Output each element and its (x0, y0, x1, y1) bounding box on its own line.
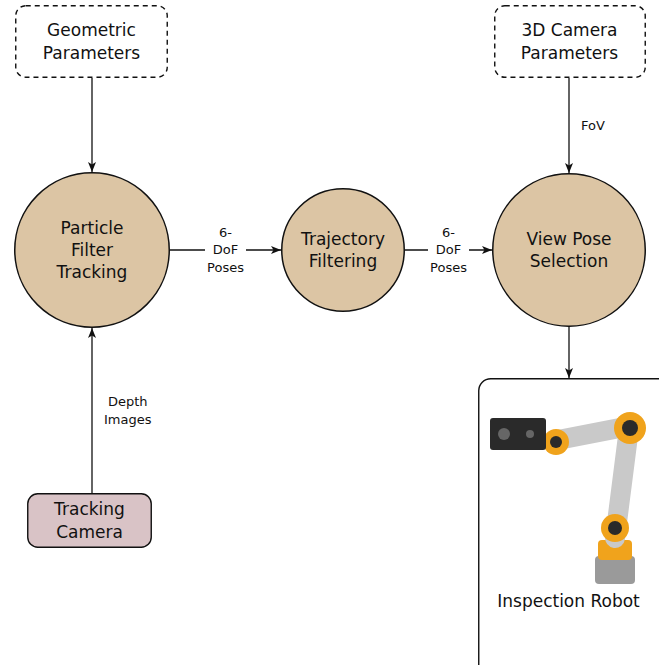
box-outline (28, 494, 152, 548)
arrow-connector (568, 327, 569, 378)
edge-label: 6-DoF Poses (428, 223, 469, 278)
edge-label-text: Depth Images (104, 394, 152, 427)
edge-label: Depth Images (102, 392, 153, 429)
parameter-box: Geometric Parameters (15, 5, 168, 78)
process-circle: Particle Filter Tracking (14, 172, 170, 328)
process-circle: View Pose Selection (492, 173, 646, 327)
node-outline (492, 173, 646, 327)
robot-illustration (490, 412, 646, 584)
robot-panel: Inspection Robot (478, 378, 659, 665)
box-outline (16, 6, 168, 78)
node-outline (494, 5, 646, 78)
node-text: 3D Camera Parameters (500, 19, 640, 63)
box-outline (479, 379, 659, 665)
box-outline (494, 6, 645, 78)
edge-label: 6-DoF Poses (205, 223, 246, 278)
edge-label: FoV (579, 116, 607, 136)
node-text: Particle Filter Tracking (42, 217, 142, 283)
node-outline (15, 5, 168, 78)
arrow-connector (568, 78, 569, 173)
node-text: Tracking Camera (35, 498, 145, 542)
parameter-box: 3D Camera Parameters (494, 5, 646, 78)
node-text: Trajectory Filtering (293, 228, 393, 272)
node-text: Inspection Robot (484, 590, 654, 612)
node-text: Geometric Parameters (22, 19, 162, 63)
edge-label-text: FoV (581, 118, 605, 133)
node-text: View Pose Selection (514, 228, 624, 272)
node-outline (478, 378, 659, 665)
arrow-connector (91, 328, 92, 493)
circle-outline (282, 189, 405, 312)
sensor-box: Tracking Camera (27, 493, 152, 548)
process-circle: Trajectory Filtering (281, 188, 405, 312)
circle-outline (15, 173, 170, 328)
edge-label-text: 6-DoF Poses (430, 225, 467, 275)
arrow-connector (91, 78, 92, 172)
node-outline (281, 188, 405, 312)
circle-outline (493, 174, 646, 327)
edge-label-text: 6-DoF Poses (207, 225, 244, 275)
